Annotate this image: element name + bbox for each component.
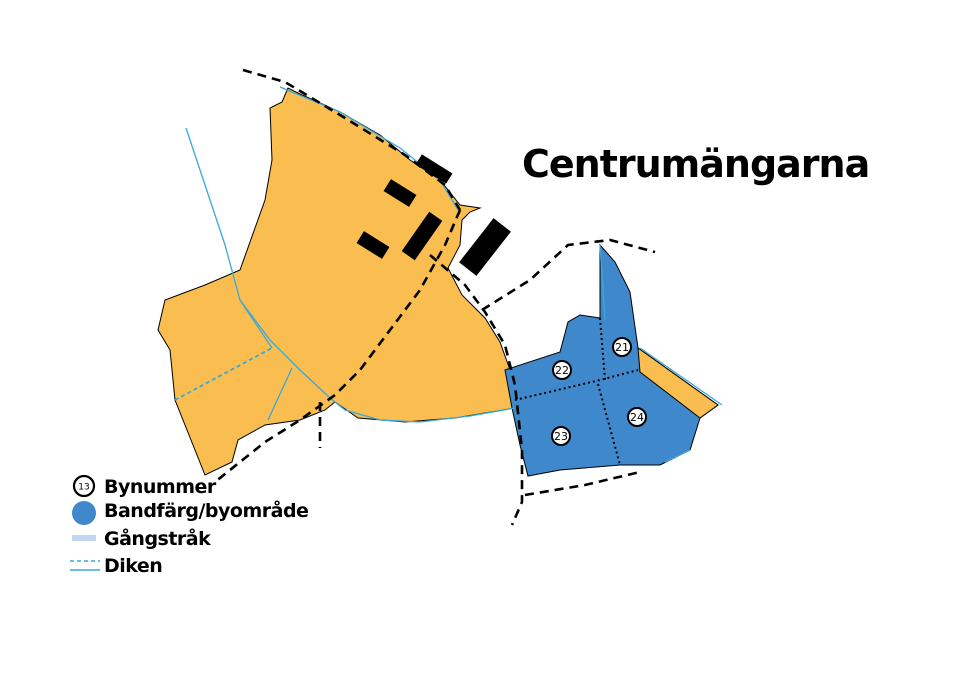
legend: 13 Bynummer Bandfärg/byområde Gångstråk … [70,474,309,577]
plot-number: 21 [615,341,629,354]
roads [214,68,656,526]
plot-number: 22 [555,364,569,377]
legend-label: Diken [104,555,162,577]
plot-number-badge-icon: 13 [72,474,96,498]
building [401,211,443,261]
plot-dividers [514,317,639,466]
legend-badge-text: 13 [78,483,89,493]
buildings [356,154,511,276]
band-color-dot-icon [72,501,96,525]
legend-label: Bynummer [104,476,217,498]
plot-badge-21: 21 [612,337,632,357]
plot-number: 23 [554,430,568,443]
ditch-dashed [174,347,273,401]
blue-area [504,243,719,477]
orange-strip [637,346,719,419]
building [356,231,390,259]
plot-number: 24 [630,411,644,424]
legend-item-gangstrak: Gångstråk [72,526,212,550]
walkway-line-icon [72,535,96,541]
building [383,179,417,207]
plot-badge-22: 22 [552,360,572,380]
legend-label: Bandfärg/byområde [104,498,308,522]
ditch-line-icon [70,560,100,571]
building [459,218,511,276]
building [415,154,453,184]
legend-item-bandfarg: Bandfärg/byområde [72,498,309,525]
legend-item-diken: Diken [70,555,163,577]
map-title: Centrumängarna [522,142,869,186]
legend-item-bynummer: 13 Bynummer [72,474,217,498]
legend-label: Gångstråk [104,526,211,550]
plot-badge-24: 24 [627,407,647,427]
plot-badge-23: 23 [551,426,571,446]
